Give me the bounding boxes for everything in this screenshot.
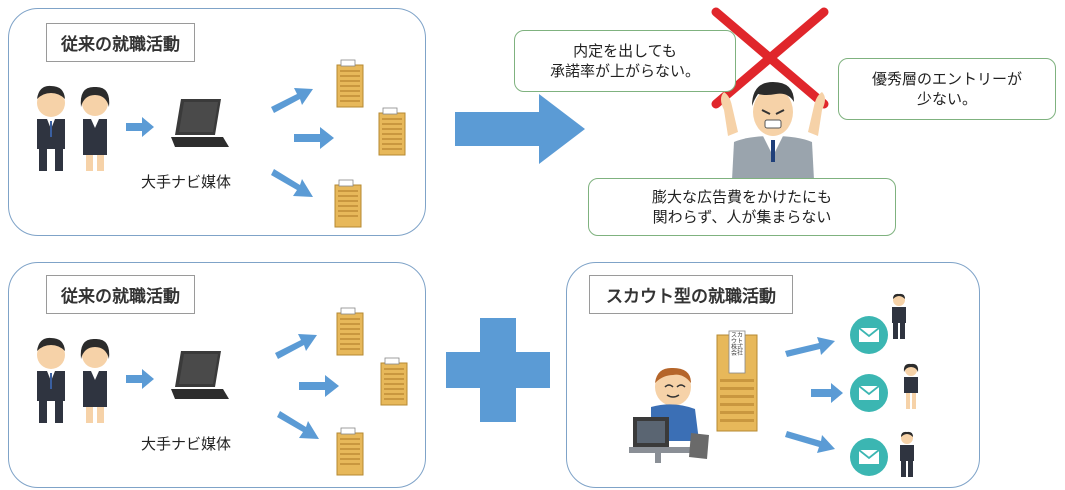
male-candidate-icon bbox=[892, 293, 906, 339]
ad-cost-bubble: 膨大な広告費をかけたにも 関わらず、人が集まらない bbox=[588, 178, 896, 236]
arrow-down-right-icon bbox=[271, 169, 313, 197]
arrow-right-icon bbox=[126, 117, 154, 137]
mail-icon bbox=[850, 438, 888, 476]
male-candidate-icon bbox=[900, 431, 914, 477]
laptop-icon bbox=[171, 99, 229, 147]
arrow-down-right-icon bbox=[785, 431, 835, 453]
bubble-line: 承諾率が上がらない。 bbox=[549, 62, 700, 80]
arrow-right-icon bbox=[299, 375, 339, 397]
recruiter-at-computer-icon bbox=[629, 367, 709, 463]
arrow-up-right-icon bbox=[275, 334, 317, 359]
frustrated-businessman-icon bbox=[721, 82, 825, 180]
traditional-job-hunting-panel-bottom: 従来の就職活動 大手ナビ媒体 bbox=[8, 262, 426, 488]
bubble-line: 優秀層のエントリーが bbox=[871, 70, 1022, 88]
bubble-line: 膨大な広告費をかけたにも bbox=[651, 188, 832, 206]
company-building-icon bbox=[336, 427, 364, 476]
arrow-down-right-icon bbox=[277, 411, 319, 439]
arrow-right-icon bbox=[294, 127, 334, 149]
red-cross-icon bbox=[711, 7, 829, 109]
panel-title: スカウト型の就職活動 bbox=[589, 275, 793, 314]
panel-title: 従来の就職活動 bbox=[46, 23, 195, 62]
company-building-icon bbox=[380, 357, 408, 406]
panel-title: 従来の就職活動 bbox=[46, 275, 195, 314]
traditional-job-hunting-panel-top: 従来の就職活動 大手ナビ媒体 bbox=[8, 8, 426, 236]
laptop-icon bbox=[171, 351, 229, 399]
mail-icon bbox=[850, 316, 888, 354]
arrow-right-icon bbox=[811, 383, 843, 403]
offer-acceptance-bubble: 内定を出しても 承諾率が上がらない。 bbox=[514, 30, 736, 92]
arrow-up-right-icon bbox=[785, 337, 835, 357]
job-portal-media-label: 大手ナビ媒体 bbox=[141, 435, 232, 453]
scout-building-sign: スカウト株式会社 bbox=[730, 332, 743, 357]
scout-job-hunting-panel: スカウト型の就職活動 スカウト株式会社 bbox=[566, 262, 980, 488]
job-seekers-icon bbox=[37, 337, 110, 423]
big-plus-icon bbox=[446, 318, 550, 422]
company-building-icon bbox=[378, 107, 406, 156]
company-building-icon bbox=[334, 179, 362, 228]
company-building-icon bbox=[336, 307, 364, 356]
top-talent-bubble: 優秀層のエントリーが 少ない。 bbox=[838, 58, 1056, 120]
bubble-line: 少ない。 bbox=[916, 90, 977, 108]
big-arrow-right-icon bbox=[455, 94, 585, 164]
arrow-up-right-icon bbox=[271, 88, 313, 113]
company-building-icon bbox=[336, 59, 364, 108]
job-portal-media-label: 大手ナビ媒体 bbox=[141, 173, 232, 191]
scout-company-building-icon bbox=[716, 330, 758, 432]
arrow-right-icon bbox=[126, 369, 154, 389]
job-seekers-icon bbox=[37, 85, 110, 171]
mail-icon bbox=[850, 374, 888, 412]
bubble-line: 内定を出しても bbox=[573, 42, 677, 60]
female-candidate-icon bbox=[903, 363, 919, 409]
bubble-line: 関わらず、人が集まらない bbox=[652, 208, 832, 226]
